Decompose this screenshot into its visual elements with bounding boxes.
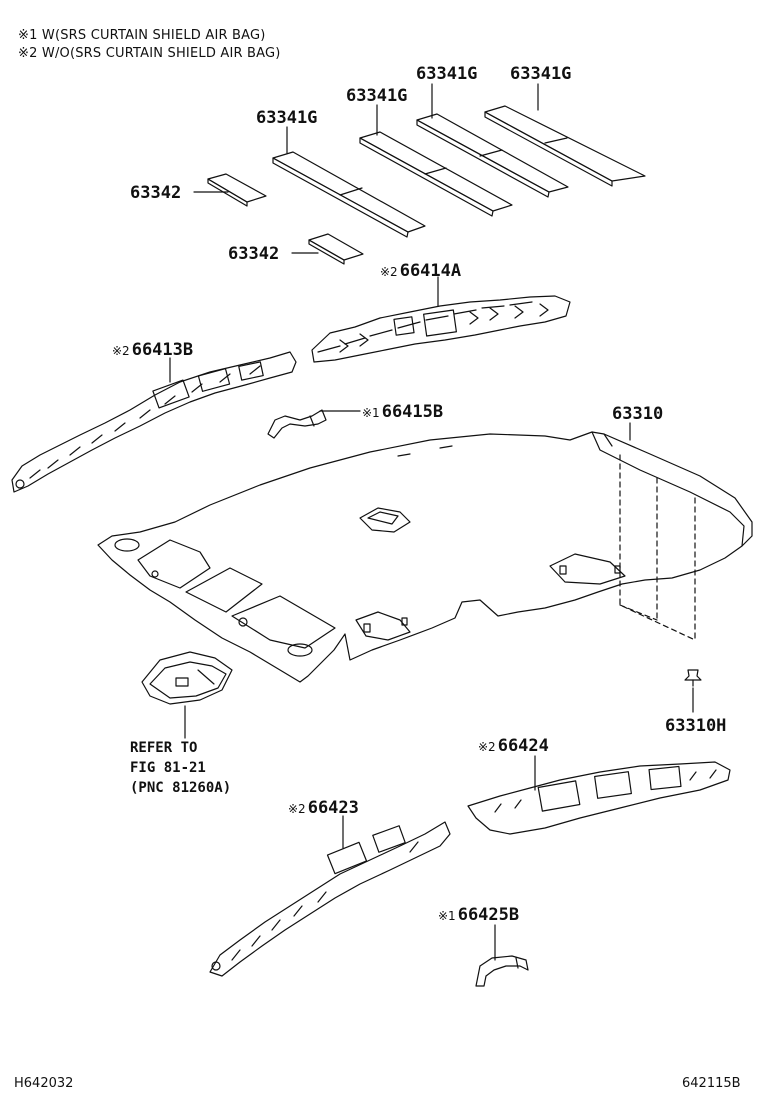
note-without-airbag: ※2 W/O(SRS CURTAIN SHIELD AIR BAG): [18, 46, 281, 61]
airbag-marker: ※1: [438, 909, 456, 923]
airbag-marker: ※2: [478, 740, 496, 754]
part-label-63310h[interactable]: 63310H: [665, 716, 727, 736]
airbag-marker: ※1: [362, 406, 380, 420]
retainer-66423: [209, 821, 451, 977]
reference-line: FIG 81-21: [130, 760, 206, 776]
silencer-pad-2: [359, 131, 513, 217]
part-label-63341g[interactable]: 63341G: [256, 108, 318, 128]
part-number: 66414A: [399, 261, 462, 281]
part-number: 66415B: [381, 402, 444, 422]
part-label-63341g[interactable]: 63341G: [416, 64, 478, 84]
part-label-63341g[interactable]: 63341G: [510, 64, 572, 84]
small-pad-2: [308, 233, 364, 265]
reference-line: (PNC 81260A): [130, 780, 232, 796]
clip-63310h: [684, 669, 702, 687]
part-number: 66425B: [457, 905, 520, 925]
airbag-marker: ※2: [380, 265, 398, 279]
reference-line: REFER TO: [130, 740, 198, 756]
part-label-63310[interactable]: 63310: [612, 404, 664, 424]
figure-reference[interactable]: REFER TO FIG 81-21 (PNC 81260A): [130, 738, 231, 798]
diagram-code-left: H642032: [14, 1076, 74, 1091]
silencer-pad-1: [272, 151, 426, 238]
map-lamp: [141, 651, 233, 705]
part-number: 66423: [307, 798, 359, 818]
headliner-63310: [97, 431, 753, 683]
note-with-airbag: ※1 W(SRS CURTAIN SHIELD AIR BAG): [18, 28, 266, 43]
silencer-pad-4: [484, 105, 646, 187]
part-label-63342[interactable]: 63342: [228, 244, 280, 264]
part-label-63342[interactable]: 63342: [130, 183, 182, 203]
part-number: 66424: [497, 736, 549, 756]
small-pad-1: [207, 173, 267, 207]
silencer-pad-3: [416, 113, 569, 198]
retainer-66424: [467, 761, 731, 835]
clip-66425b: [475, 955, 529, 987]
part-label-63341g[interactable]: 63341G: [346, 86, 408, 106]
airbag-marker: ※2: [112, 344, 130, 358]
retainer-66414a: [311, 295, 571, 363]
part-number: 66413B: [131, 340, 194, 360]
clip-66415b: [267, 409, 327, 439]
retainer-66413b: [11, 351, 297, 493]
diagram-code-right: 642115B: [682, 1076, 741, 1091]
airbag-marker: ※2: [288, 802, 306, 816]
